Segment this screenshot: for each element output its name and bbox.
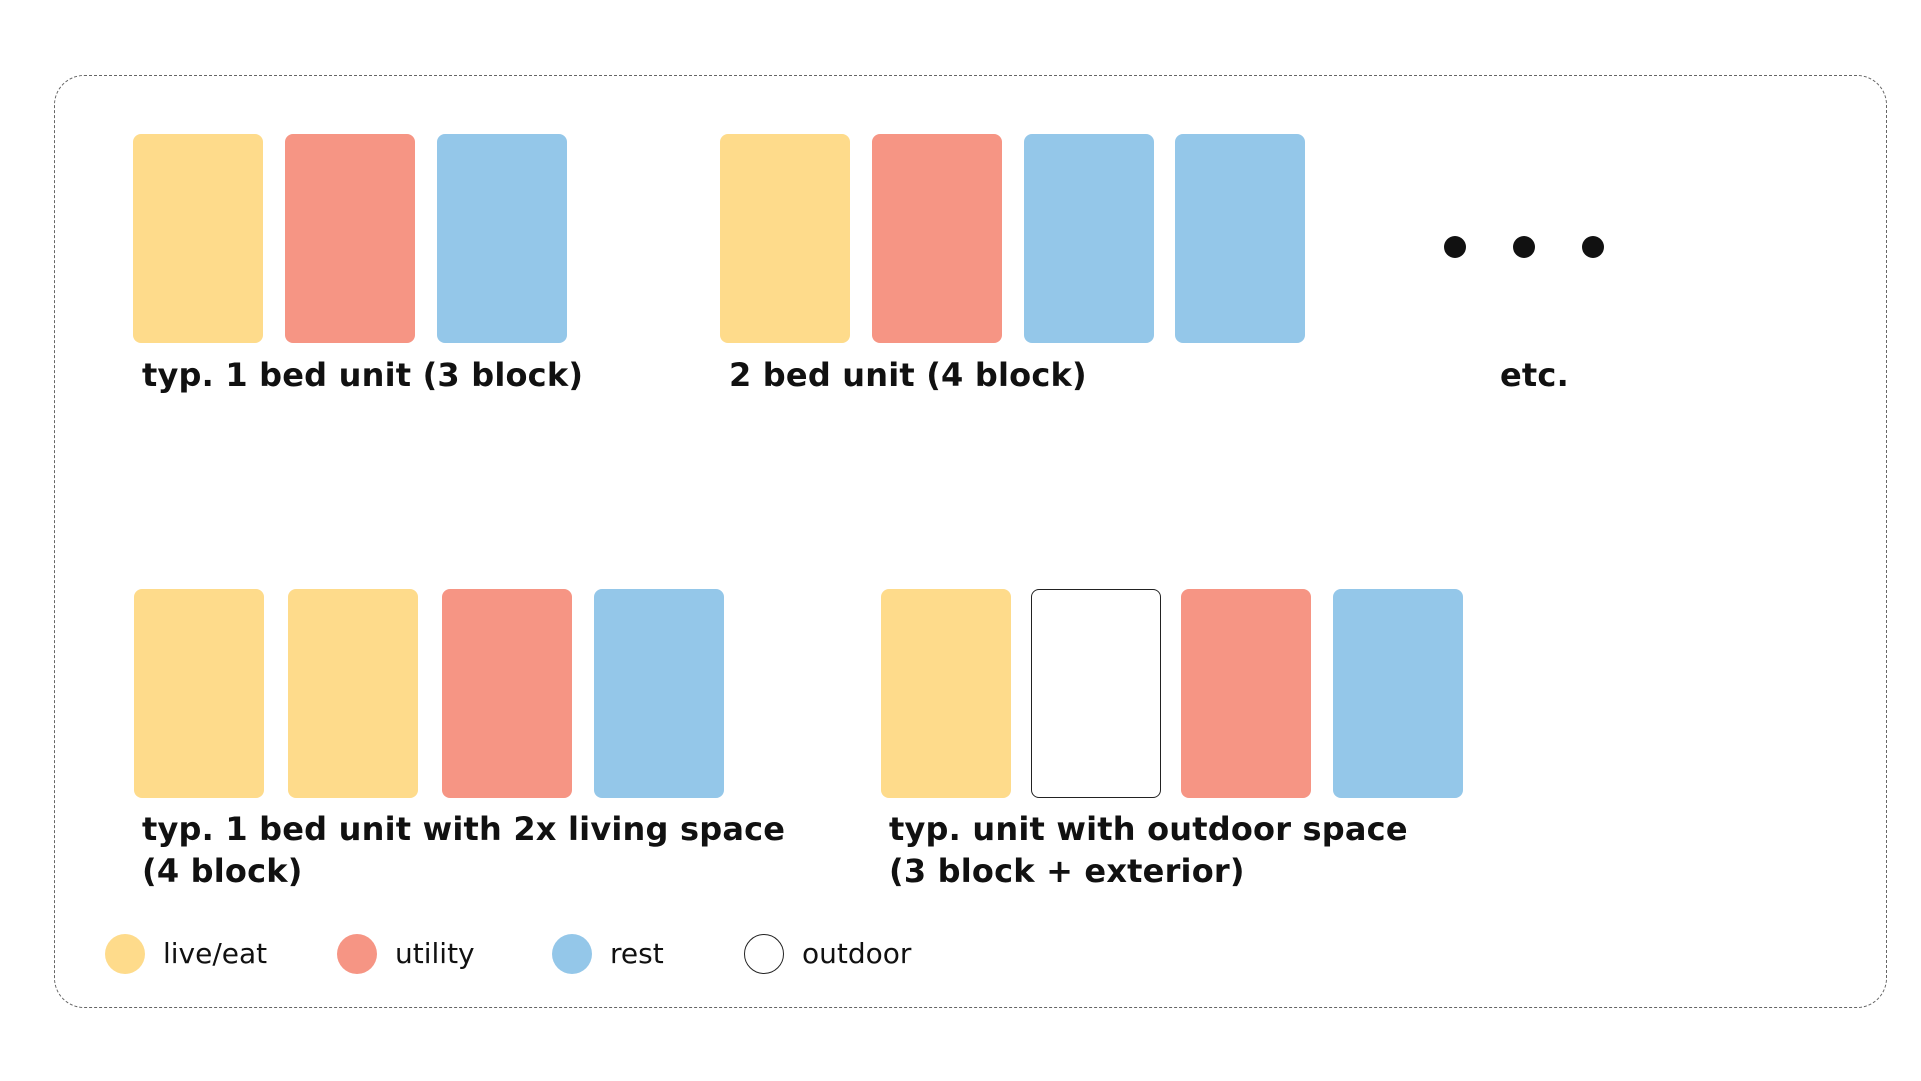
block-utility bbox=[442, 589, 572, 798]
unit-caption-1bed: typ. 1 bed unit (3 block) bbox=[142, 356, 584, 394]
unit-caption-2x-living-line1: typ. 1 bed unit with 2x living space bbox=[142, 810, 786, 848]
legend-item-utility: utility bbox=[337, 932, 475, 976]
diagram-frame bbox=[54, 75, 1887, 1008]
block-rest bbox=[1024, 134, 1154, 343]
ellipsis-dot bbox=[1513, 236, 1535, 258]
legend-swatch bbox=[552, 934, 592, 974]
legend-label: utility bbox=[395, 937, 475, 970]
block-utility bbox=[872, 134, 1002, 343]
unit-caption-outdoor-line2: (3 block + exterior) bbox=[889, 852, 1245, 890]
block-live-eat bbox=[134, 589, 264, 798]
unit-caption-2bed: 2 bed unit (4 block) bbox=[729, 356, 1087, 394]
block-utility bbox=[285, 134, 415, 343]
unit-caption-etc: etc. bbox=[1500, 356, 1569, 394]
block-rest bbox=[594, 589, 724, 798]
unit-caption-2x-living-line2: (4 block) bbox=[142, 852, 303, 890]
block-live-eat bbox=[881, 589, 1011, 798]
ellipsis-dot bbox=[1582, 236, 1604, 258]
block-outdoor bbox=[1031, 589, 1161, 798]
block-rest bbox=[1175, 134, 1305, 343]
legend-label: outdoor bbox=[802, 937, 912, 970]
legend-label: rest bbox=[610, 937, 664, 970]
block-live-eat bbox=[288, 589, 418, 798]
legend-item-outdoor: outdoor bbox=[744, 932, 911, 976]
block-rest bbox=[437, 134, 567, 343]
block-live-eat bbox=[133, 134, 263, 343]
legend-swatch bbox=[337, 934, 377, 974]
unit-caption-outdoor-line1: typ. unit with outdoor space bbox=[889, 810, 1408, 848]
block-rest bbox=[1333, 589, 1463, 798]
legend-item-live-eat: live/eat bbox=[105, 932, 267, 976]
block-utility bbox=[1181, 589, 1311, 798]
block-live-eat bbox=[720, 134, 850, 343]
legend-swatch bbox=[105, 934, 145, 974]
legend-label: live/eat bbox=[163, 937, 268, 970]
legend-swatch bbox=[744, 934, 784, 974]
ellipsis-dot bbox=[1444, 236, 1466, 258]
legend-item-rest: rest bbox=[552, 932, 664, 976]
